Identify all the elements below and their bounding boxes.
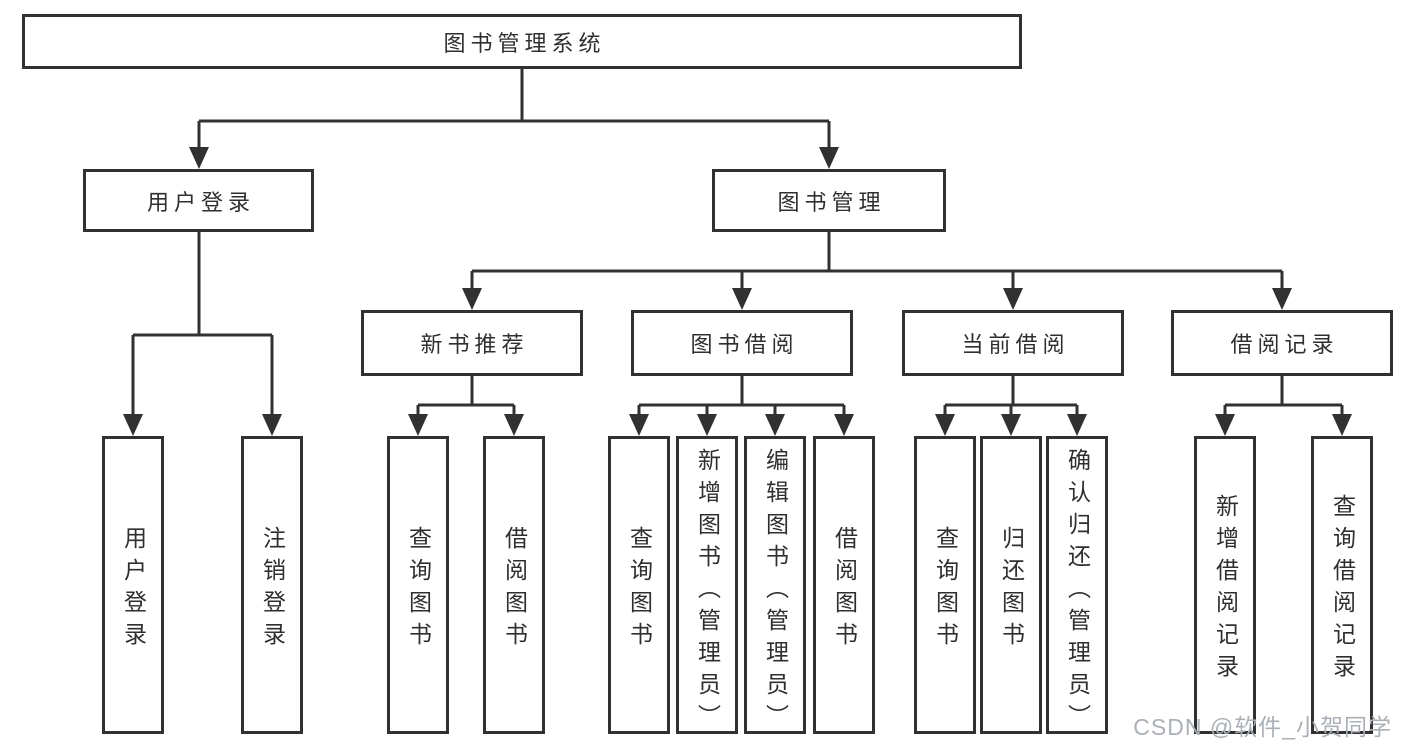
leaf-label: 查询借阅记录 [1329, 493, 1356, 686]
arrow-down-icon [732, 288, 752, 310]
arrow-down-icon [408, 414, 428, 436]
leaf-label: 借阅图书 [501, 525, 528, 654]
leaf-borrow-book-recommend: 借阅图书 [483, 436, 545, 734]
arrow-down-icon [1332, 414, 1352, 436]
arrow-down-icon [504, 414, 524, 436]
arrowheads [123, 147, 1352, 436]
leaf-query-book-recommend: 查询图书 [387, 436, 449, 734]
arrow-down-icon [1215, 414, 1235, 436]
leaf-add-borrow-record: 新增借阅记录 [1194, 436, 1256, 734]
leaf-label: 注销登录 [259, 525, 286, 654]
leaf-query-book-current: 查询图书 [914, 436, 976, 734]
arrow-down-icon [834, 414, 854, 436]
node-book-management: 图书管理 [712, 169, 946, 232]
leaf-logout: 注销登录 [241, 436, 303, 734]
arrow-down-icon [1003, 288, 1023, 310]
leaf-label: 新增借阅记录 [1212, 493, 1239, 686]
leaf-label: 查询图书 [932, 525, 959, 654]
leaf-query-borrow-record: 查询借阅记录 [1311, 436, 1373, 734]
leaf-label: 归还图书 [998, 525, 1025, 654]
connector-lines [131, 69, 1344, 418]
arrow-down-icon [935, 414, 955, 436]
leaf-label: 确认归还（管理员） [1064, 448, 1091, 736]
arrow-down-icon [189, 147, 209, 169]
arrow-down-icon [697, 414, 717, 436]
node-user-login: 用户登录 [83, 169, 314, 232]
arrow-down-icon [765, 414, 785, 436]
arrow-down-icon [1001, 414, 1021, 436]
leaf-confirm-return-admin: 确认归还（管理员） [1046, 436, 1108, 736]
leaf-label: 查询图书 [405, 525, 432, 654]
watermark: CSDN @软件_小贺同学 [1133, 714, 1392, 740]
arrow-down-icon [262, 414, 282, 436]
leaf-label: 编辑图书（管理员） [762, 448, 789, 736]
leaf-add-book-admin: 新增图书（管理员） [676, 436, 738, 736]
arrow-down-icon [819, 147, 839, 169]
arrow-down-icon [123, 414, 143, 436]
arrow-down-icon [629, 414, 649, 436]
node-current-borrowing: 当前借阅 [902, 310, 1124, 376]
arrow-down-icon [1067, 414, 1087, 436]
leaf-label: 用户登录 [120, 525, 147, 654]
leaf-user-login: 用户登录 [102, 436, 164, 734]
node-borrowing-records: 借阅记录 [1171, 310, 1393, 376]
arrow-down-icon [1272, 288, 1292, 310]
leaf-edit-book-admin: 编辑图书（管理员） [744, 436, 806, 736]
node-root: 图书管理系统 [22, 14, 1022, 69]
leaf-label: 借阅图书 [831, 525, 858, 654]
leaf-return-book: 归还图书 [980, 436, 1042, 734]
node-book-borrowing: 图书借阅 [631, 310, 853, 376]
leaf-borrow-book-borrowing: 借阅图书 [813, 436, 875, 734]
arrow-down-icon [462, 288, 482, 310]
leaf-label: 查询图书 [626, 525, 653, 654]
leaf-query-book-borrowing: 查询图书 [608, 436, 670, 734]
leaf-label: 新增图书（管理员） [694, 448, 721, 736]
node-new-book-recommendation: 新书推荐 [361, 310, 583, 376]
